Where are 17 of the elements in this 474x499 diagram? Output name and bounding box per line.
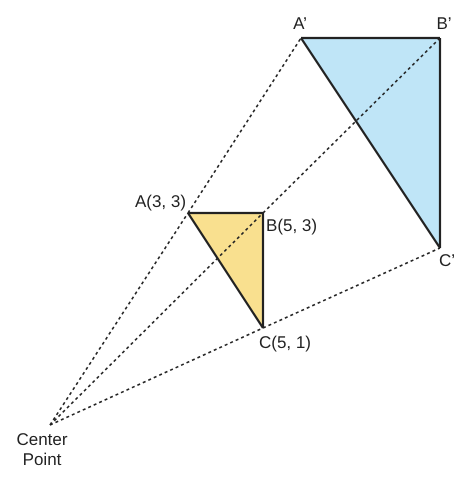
point-label: Center Point <box>7 430 77 470</box>
dashed-line <box>187 38 302 214</box>
dashed-line <box>262 247 440 329</box>
triangle-side <box>301 36 440 40</box>
dashed-line <box>50 327 264 426</box>
dashed-line <box>49 212 189 426</box>
triangle-side <box>262 213 264 328</box>
dashed-line <box>49 212 264 426</box>
point-label: B’ <box>436 14 452 34</box>
triangle-side <box>438 38 442 248</box>
triangle-side <box>188 212 263 214</box>
point-label: A(3, 3) <box>134 192 186 212</box>
point-label: C’ <box>439 251 456 271</box>
dashed-line <box>262 37 441 214</box>
point-label: A’ <box>293 14 307 34</box>
point-label: C(5, 1) <box>259 333 311 353</box>
point-label: B(5, 3) <box>266 216 318 236</box>
